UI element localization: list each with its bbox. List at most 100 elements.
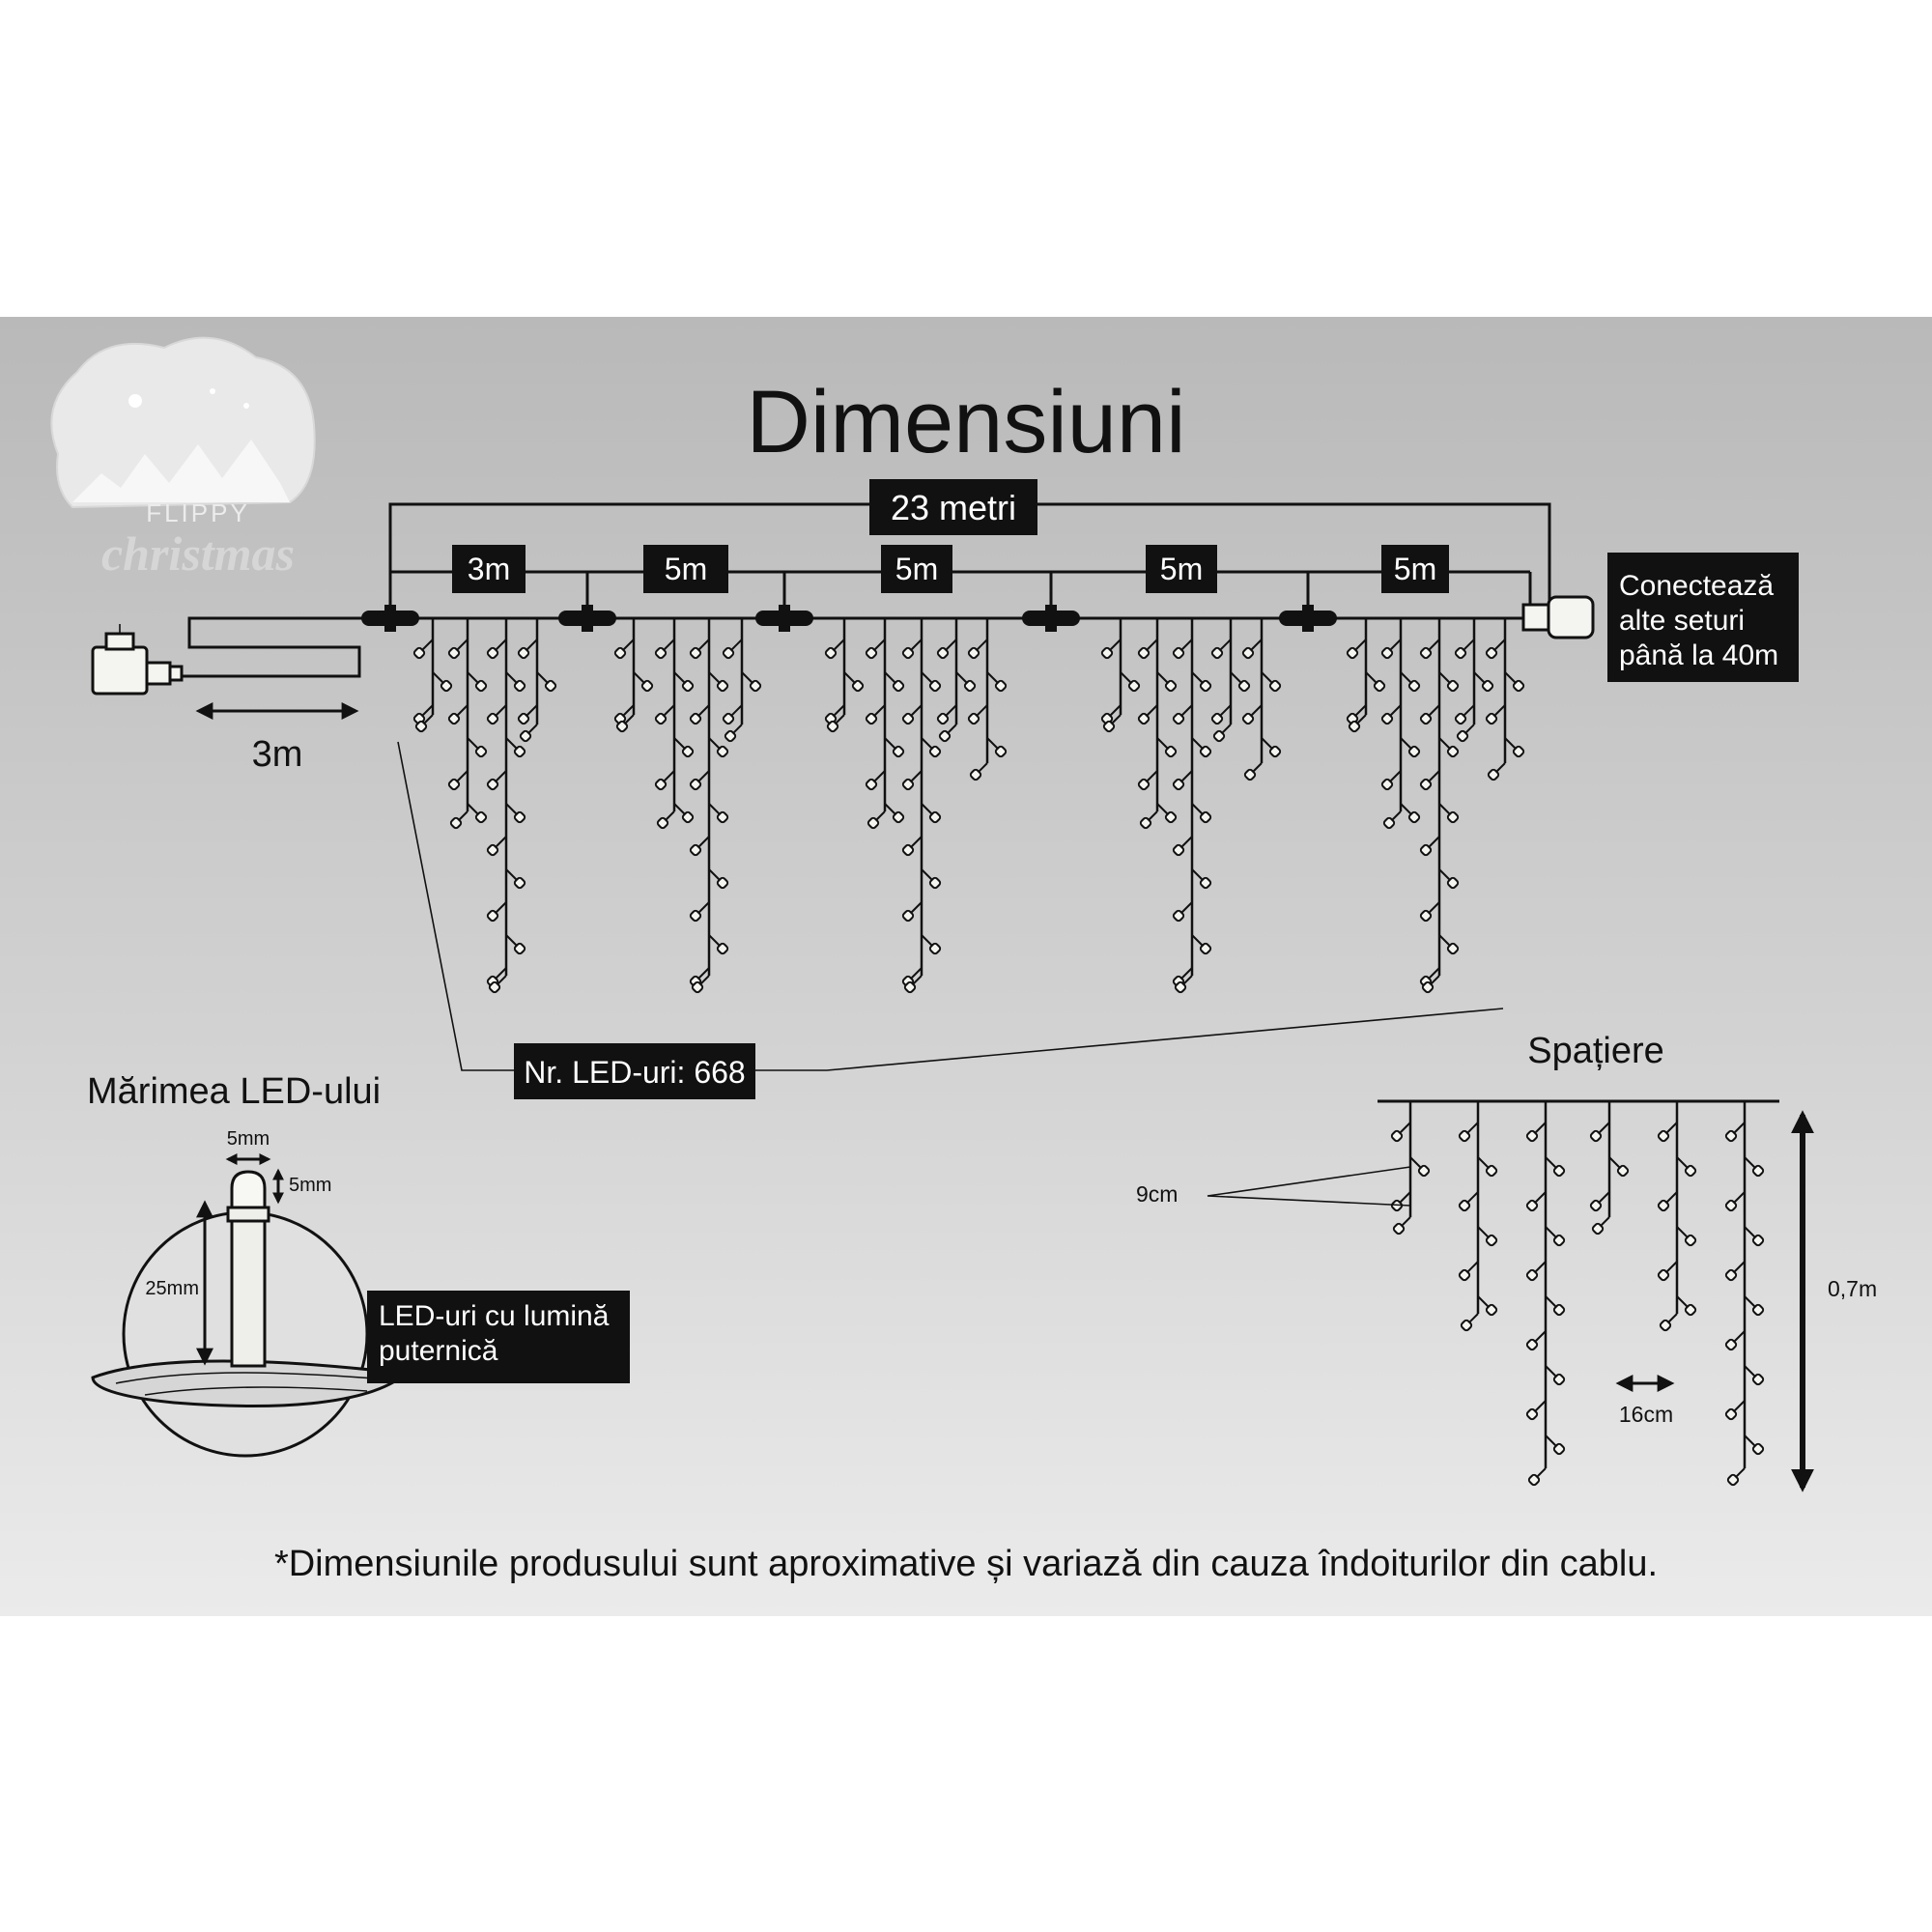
led-bulb-icon xyxy=(513,876,526,890)
led-bulb-icon xyxy=(412,646,426,660)
led-bulb-icon xyxy=(519,729,532,743)
led-bulb-icon xyxy=(936,646,950,660)
led-bulb-icon xyxy=(928,745,942,758)
led-bulb-icon xyxy=(1751,1234,1765,1247)
led-bulb-icon xyxy=(824,646,838,660)
led-bulb-icon xyxy=(1446,876,1460,890)
led-bulb-icon xyxy=(1382,816,1396,830)
led-bulb-icon xyxy=(1446,810,1460,824)
led-bulb-icon xyxy=(440,679,453,693)
led-bulb-icon xyxy=(474,745,488,758)
led-bulb-icon xyxy=(1380,646,1394,660)
connect-note-line3: până la 40m xyxy=(1619,639,1778,671)
led-bulb-icon xyxy=(1485,1164,1498,1178)
led-bulb-icon xyxy=(716,745,729,758)
total-length-label: 23 metri xyxy=(891,488,1016,527)
led-bulb-icon xyxy=(1724,1199,1738,1212)
led-bulb-icon xyxy=(1657,1129,1670,1143)
led-bulb-icon xyxy=(1454,712,1467,725)
led-bulb-icon xyxy=(1525,1129,1539,1143)
led-height-label: 5mm xyxy=(289,1175,331,1196)
led-bulb-icon xyxy=(1446,942,1460,955)
led-bulb-icon xyxy=(640,679,654,693)
vertical-spacing-label: 9cm xyxy=(1136,1181,1178,1207)
led-bulb-icon xyxy=(865,778,878,791)
led-bulb-icon xyxy=(1127,679,1141,693)
cable-connectors xyxy=(361,605,1337,632)
led-bulb-icon xyxy=(903,980,917,994)
led-bulb-icon xyxy=(1419,778,1433,791)
led-bulb-icon xyxy=(1137,778,1151,791)
led-bulb-icon xyxy=(963,679,977,693)
spacing-detail: Spațiere 9cm 16cm 0,7m xyxy=(1136,1031,1877,1492)
led-bulb-icon xyxy=(1726,1473,1740,1487)
led-bulb-icon xyxy=(716,679,729,693)
led-bulb-icon xyxy=(851,679,865,693)
segment-box xyxy=(881,545,952,593)
footnote: *Dimensiunile produsului sunt aproximati… xyxy=(274,1544,1658,1584)
led-bulb-icon xyxy=(486,843,499,857)
led-note-line1: LED-uri cu lumină xyxy=(379,1300,610,1332)
led-bulb-icon xyxy=(513,679,526,693)
led-width-label: 5mm xyxy=(227,1128,270,1150)
led-bulb-icon xyxy=(892,745,905,758)
led-bulb-icon xyxy=(1373,679,1386,693)
led-bulb-icon xyxy=(1458,1199,1471,1212)
led-bulb-icon xyxy=(681,810,695,824)
led-bulb-icon xyxy=(967,646,980,660)
led-bulb-icon xyxy=(1446,679,1460,693)
led-bulb-icon xyxy=(1199,679,1212,693)
led-note-line2: puternică xyxy=(379,1335,498,1367)
segment-label: 3m xyxy=(468,552,510,586)
led-bulb-icon xyxy=(1552,1164,1566,1178)
led-bulb-icon xyxy=(1525,1199,1539,1212)
brand-logo: FLIPPY christmas xyxy=(50,336,316,581)
led-bulb-icon xyxy=(689,843,702,857)
led-bulb-icon xyxy=(826,720,839,733)
led-bulb-icon xyxy=(1485,646,1498,660)
led-stem-label: 25mm xyxy=(145,1278,199,1299)
led-bulb-icon xyxy=(1659,1319,1672,1332)
led-bulb-icon xyxy=(928,942,942,955)
led-bulb-icon xyxy=(1419,843,1433,857)
led-bulb-icon xyxy=(901,712,915,725)
connect-note: Conectează alte seturi până la 40m xyxy=(1607,553,1799,682)
end-connector xyxy=(1521,595,1595,639)
led-bulb-icon xyxy=(1684,1234,1697,1247)
led-bulb-icon xyxy=(1164,679,1178,693)
led-bulb-icon xyxy=(1485,1303,1498,1317)
led-bulb-icon xyxy=(1210,712,1224,725)
led-bulb-icon xyxy=(1392,1222,1406,1236)
spacing-strands xyxy=(1390,1101,1765,1487)
led-bulb-icon xyxy=(1458,1268,1471,1282)
led-bulb-icon xyxy=(654,778,668,791)
spacing-heading: Spațiere xyxy=(1527,1031,1664,1071)
led-bulb-icon xyxy=(1458,1129,1471,1143)
segment-label: 5m xyxy=(1160,552,1203,586)
total-length-box xyxy=(869,479,1037,535)
led-bulb-icon xyxy=(1421,980,1435,994)
lead-cable: 3m xyxy=(91,616,390,775)
led-bulb-icon xyxy=(865,646,878,660)
led-bulb-icon xyxy=(1751,1373,1765,1386)
led-bulb-icon xyxy=(722,646,735,660)
led-bulb-icon xyxy=(1454,646,1467,660)
led-bulb-icon xyxy=(1751,1164,1765,1178)
led-bulb-icon xyxy=(1512,745,1525,758)
led-bulb-icon xyxy=(517,646,530,660)
led-bulb-icon xyxy=(1172,843,1185,857)
led-bulb-icon xyxy=(938,729,952,743)
led-bulb-icon xyxy=(681,679,695,693)
led-bulb-icon xyxy=(1100,646,1114,660)
led-bulb-icon xyxy=(486,712,499,725)
led-bulb-icon xyxy=(1419,646,1433,660)
led-bulb-icon xyxy=(447,712,461,725)
led-bulb-icon xyxy=(716,876,729,890)
connect-note-line1: Conectează xyxy=(1619,570,1774,602)
led-bulb-icon xyxy=(513,810,526,824)
led-bulb-icon xyxy=(969,768,982,781)
horizontal-spacing-label: 16cm xyxy=(1619,1402,1673,1427)
led-bulb-icon xyxy=(1164,745,1178,758)
page-title: Dimensiuni xyxy=(746,373,1185,471)
led-bulb-icon xyxy=(1241,712,1255,725)
